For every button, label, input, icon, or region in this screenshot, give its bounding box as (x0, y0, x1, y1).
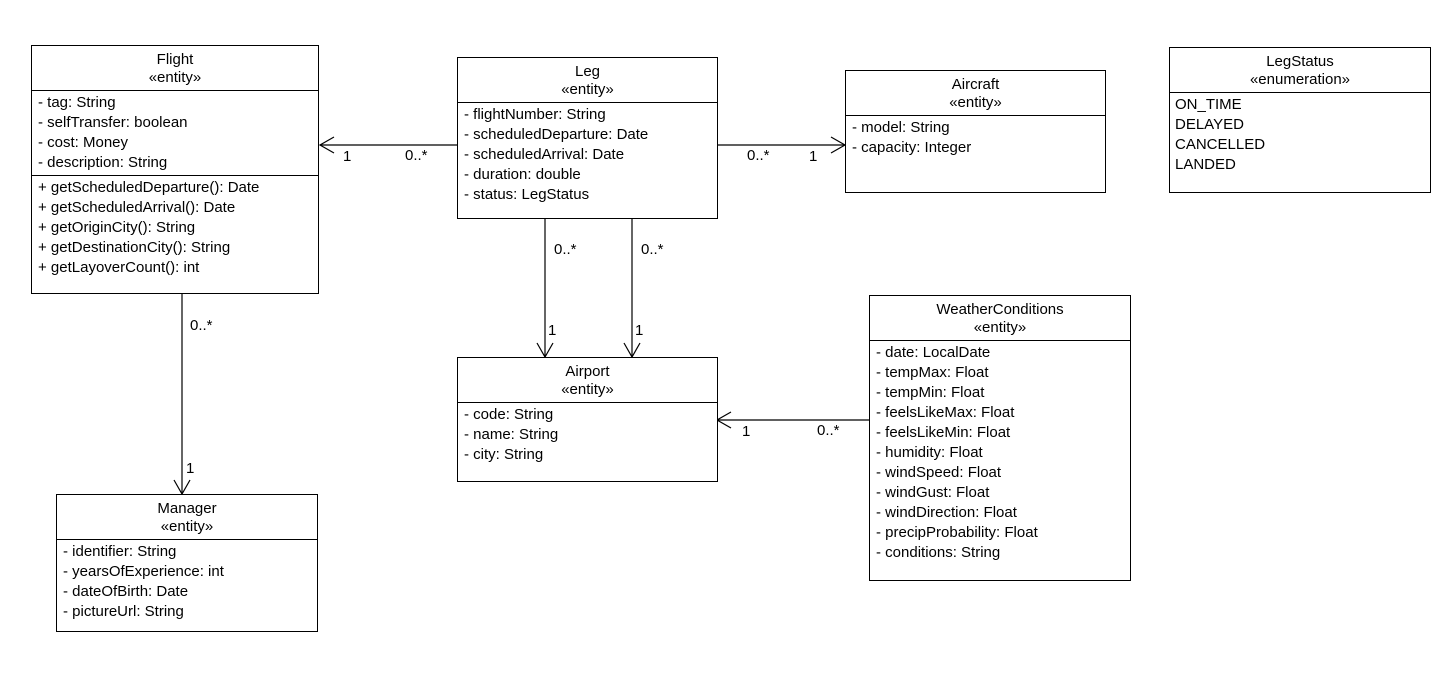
attribute: - tempMax: Float (876, 364, 989, 381)
operation: + getScheduledDeparture(): Date (38, 179, 260, 196)
attribute: - tempMin: Float (876, 384, 985, 401)
multiplicity-leg-end: 0..* (641, 241, 664, 258)
class-name: Flight (156, 51, 194, 68)
attribute: - code: String (464, 406, 554, 423)
class-name: Leg (574, 63, 601, 80)
attribute: - feelsLikeMin: Float (876, 424, 1011, 441)
class-airport[interactable]: Airport «entity» - code: String - name: … (457, 357, 718, 482)
attribute-compartment: - code: String - name: String - city: St… (458, 403, 717, 467)
class-stereotype: «enumeration» (1249, 71, 1351, 88)
attribute: - description: String (38, 154, 168, 171)
class-stereotype: «entity» (949, 94, 1002, 111)
multiplicity-airport-end: 1 (742, 423, 751, 440)
attribute: - tag: String (38, 94, 116, 111)
operation: + getLayoverCount(): int (38, 259, 200, 276)
class-name: LegStatus (1266, 53, 1334, 70)
enum-literal: DELAYED (1175, 116, 1244, 133)
class-leg[interactable]: Leg «entity» - flightNumber: String - sc… (457, 57, 718, 219)
arrowhead-icon (318, 136, 335, 154)
class-name: Manager (157, 500, 217, 517)
multiplicity-aircraft-end: 1 (809, 148, 818, 165)
attribute: - pictureUrl: String (63, 603, 184, 620)
enum-literal: CANCELLED (1175, 136, 1266, 153)
multiplicity-flight-end: 0..* (190, 317, 213, 334)
class-header: Manager «entity» (57, 495, 317, 540)
class-header: WeatherConditions «entity» (870, 296, 1130, 341)
class-stereotype: «entity» (160, 518, 214, 535)
attribute: - yearsOfExperience: int (63, 563, 224, 580)
attribute: - scheduledArrival: Date (464, 146, 625, 163)
attribute: - selfTransfer: boolean (38, 114, 188, 131)
class-name: Airport (565, 363, 610, 380)
attribute: - capacity: Integer (852, 139, 972, 156)
attribute: - precipProbability: Float (876, 524, 1038, 541)
class-name: Aircraft (951, 76, 1000, 93)
attribute-compartment: - identifier: String - yearsOfExperience… (57, 540, 317, 624)
attribute-compartment: - date: LocalDate - tempMax: Float - tem… (870, 341, 1130, 565)
attribute: - windDirection: Float (876, 504, 1017, 521)
class-aircraft[interactable]: Aircraft «entity» - model: String - capa… (845, 70, 1106, 193)
class-stereotype: «entity» (973, 319, 1027, 336)
class-name: WeatherConditions (936, 301, 1064, 318)
multiplicity-airport-end: 1 (635, 322, 644, 339)
class-stereotype: «entity» (561, 81, 614, 98)
multiplicity-weather-end: 0..* (817, 422, 840, 439)
class-stereotype: «entity» (561, 381, 614, 398)
attribute-compartment: - model: String - capacity: Integer (846, 116, 1105, 160)
attribute: - flightNumber: String (464, 106, 606, 123)
attribute: - model: String (852, 119, 950, 136)
class-header: Aircraft «entity» (846, 71, 1105, 116)
attribute: - feelsLikeMax: Float (876, 404, 1015, 421)
attribute: - status: LegStatus (464, 186, 590, 203)
attribute-compartment: - flightNumber: String - scheduledDepart… (458, 103, 717, 207)
attribute: - scheduledDeparture: Date (464, 126, 649, 143)
class-flight[interactable]: Flight «entity» - tag: String - selfTran… (31, 45, 319, 294)
attribute: - conditions: String (876, 544, 1001, 561)
multiplicity-leg-end: 0..* (554, 241, 577, 258)
multiplicity-flight-end: 1 (343, 148, 352, 165)
multiplicity-manager-end: 1 (186, 460, 195, 477)
operation-compartment: + getScheduledDeparture(): Date + getSch… (32, 175, 318, 280)
multiplicity-leg-end: 0..* (405, 147, 428, 164)
attribute: - windSpeed: Float (876, 464, 1002, 481)
class-stereotype: «entity» (148, 69, 202, 86)
attribute: - dateOfBirth: Date (63, 583, 189, 600)
class-weather-conditions[interactable]: WeatherConditions «entity» - date: Local… (869, 295, 1131, 581)
enum-leg-status[interactable]: LegStatus «enumeration» ON_TIME DELAYED … (1169, 47, 1431, 193)
attribute: - duration: double (464, 166, 581, 183)
class-header: Leg «entity» (458, 58, 717, 103)
multiplicity-airport-end: 1 (548, 322, 557, 339)
attribute: - name: String (464, 426, 559, 443)
attribute: - cost: Money (38, 134, 129, 151)
attribute: - date: LocalDate (876, 344, 991, 361)
attribute-compartment: - tag: String - selfTransfer: boolean - … (32, 91, 318, 175)
attribute: - identifier: String (63, 543, 177, 560)
class-manager[interactable]: Manager «entity» - identifier: String - … (56, 494, 318, 632)
attribute: - humidity: Float (876, 444, 983, 461)
operation: + getScheduledArrival(): Date (38, 199, 236, 216)
attribute: - city: String (464, 446, 544, 463)
multiplicity-leg-end: 0..* (747, 147, 770, 164)
class-header: LegStatus «enumeration» (1170, 48, 1430, 93)
operation: + getOriginCity(): String (38, 219, 196, 236)
class-header: Flight «entity» (32, 46, 318, 91)
enum-literal: LANDED (1175, 156, 1236, 173)
literal-compartment: ON_TIME DELAYED CANCELLED LANDED (1170, 93, 1430, 177)
class-header: Airport «entity» (458, 358, 717, 403)
operation: + getDestinationCity(): String (38, 239, 231, 256)
enum-literal: ON_TIME (1175, 96, 1242, 113)
attribute: - windGust: Float (876, 484, 990, 501)
